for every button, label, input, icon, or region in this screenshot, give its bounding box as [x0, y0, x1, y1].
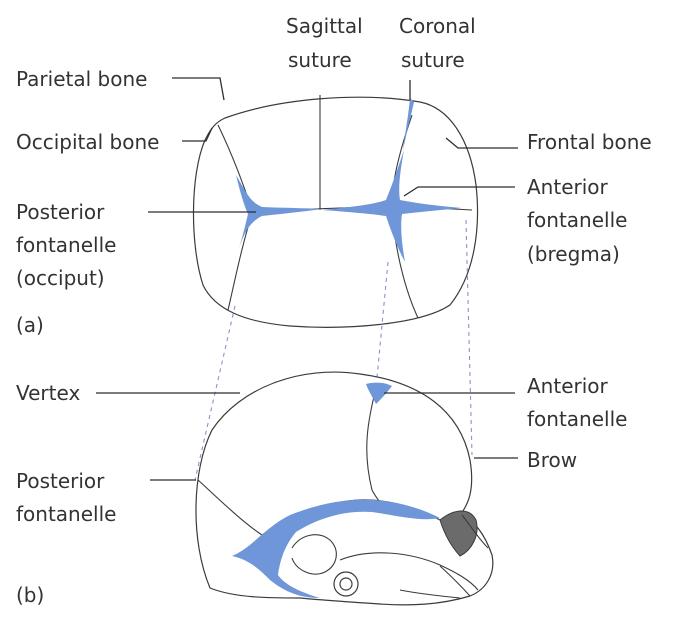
label-panel-b: (b) [16, 583, 44, 607]
label-anterior-a-2: fontanelle [527, 208, 627, 232]
ear-canal-inner [340, 578, 352, 590]
label-coronal-2: suture [401, 48, 465, 72]
label-vertex: Vertex [16, 381, 80, 405]
label-sagittal-1: Sagittal [286, 14, 363, 38]
superior-view-skull [148, 78, 518, 327]
label-anterior-a-1: Anterior [527, 175, 609, 199]
label-anterior-b-1: Anterior [527, 374, 609, 398]
label-posterior-b-2: fontanelle [16, 502, 116, 526]
label-panel-a: (a) [16, 313, 44, 337]
leader-parietal [172, 78, 224, 100]
label-posterior-a-1: Posterior [16, 200, 105, 224]
label-parietal: Parietal bone [16, 67, 147, 91]
label-sagittal-2: suture [288, 48, 352, 72]
label-posterior-a-2: fontanelle [16, 233, 116, 257]
skull-outline-lateral [196, 372, 493, 605]
label-brow: Brow [527, 448, 577, 472]
label-posterior-b-1: Posterior [16, 469, 105, 493]
label-posterior-a-3: (occiput) [16, 266, 105, 290]
label-anterior-b-2: fontanelle [527, 407, 627, 431]
label-anterior-a-3: (bregma) [527, 242, 620, 266]
label-frontal: Frontal bone [527, 130, 652, 154]
label-coronal-1: Coronal [399, 14, 476, 38]
label-occipital: Occipital bone [16, 130, 159, 154]
lateral-view-skull [96, 372, 518, 605]
